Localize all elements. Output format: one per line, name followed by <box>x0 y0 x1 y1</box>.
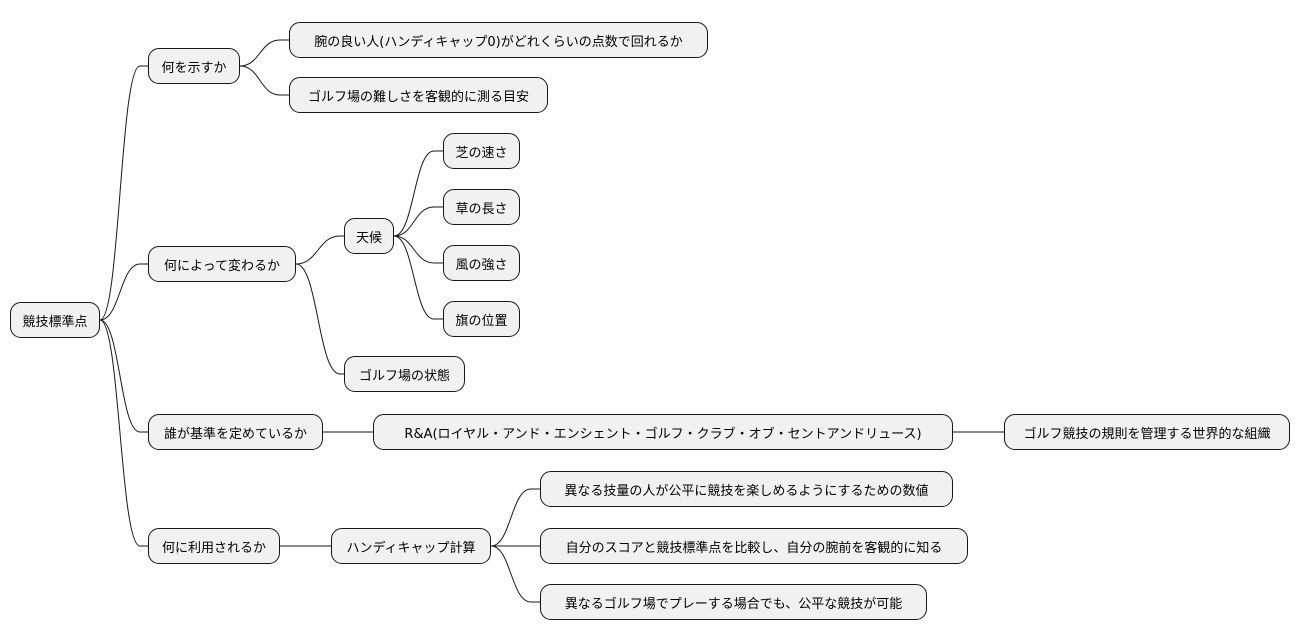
node-flag-position: 旗の位置 <box>443 301 520 337</box>
edge-branch2-course <box>295 263 344 375</box>
edge-weather-item1 <box>393 150 443 237</box>
node-wind-strength: 風の強さ <box>443 245 520 281</box>
node-weather: 天候 <box>344 218 394 254</box>
edge-root-branch3 <box>99 319 148 433</box>
node-fair-across-courses: 異なるゴルフ場でプレーする場合でも、公平な競技が可能 <box>540 584 927 620</box>
node-green-speed: 芝の速さ <box>443 133 520 169</box>
edge-weather-item3 <box>393 235 443 264</box>
branch-what-changes-it: 何によって変わるか <box>148 246 296 282</box>
edge-root-branch2 <box>99 263 148 321</box>
edge-branch1-child2 <box>239 65 289 96</box>
node-course-condition: ゴルフ場の状態 <box>344 356 465 392</box>
node-governing-body: ゴルフ競技の規則を管理する世界的な組織 <box>1004 414 1290 450</box>
edge-branch1-child1 <box>239 39 289 67</box>
node-compare-score: 自分のスコアと競技標準点を比較し、自分の腕前を客観的に知る <box>540 528 968 564</box>
node-r-and-a: R&A(ロイヤル・アンド・エンシェント・ゴルフ・クラブ・オブ・セントアンドリュー… <box>373 414 953 450</box>
branch-how-it-is-used: 何に利用されるか <box>148 528 280 564</box>
node-scratch-player-score: 腕の良い人(ハンディキャップ0)がどれくらいの点数で回れるか <box>289 22 708 58</box>
edge-handicap-item1 <box>490 488 540 547</box>
node-grass-length: 草の長さ <box>443 189 520 225</box>
edge-branch2-weather <box>295 235 344 265</box>
node-handicap-calculation: ハンディキャップ計算 <box>331 528 491 564</box>
node-fair-play-value: 異なる技量の人が公平に競技を楽しめるようにするための数値 <box>540 471 953 507</box>
edge-weather-item4 <box>393 235 443 320</box>
node-course-difficulty: ゴルフ場の難しさを客観的に測る目安 <box>289 77 548 113</box>
edge-root-branch1 <box>99 65 148 321</box>
edge-weather-item2 <box>393 206 443 237</box>
branch-who-sets-standard: 誰が基準を定めているか <box>148 414 323 450</box>
edge-root-branch4 <box>99 319 148 547</box>
branch-what-it-shows: 何を示すか <box>148 48 240 84</box>
edge-handicap-item3 <box>490 545 540 603</box>
root-node: 競技標準点 <box>10 302 100 338</box>
